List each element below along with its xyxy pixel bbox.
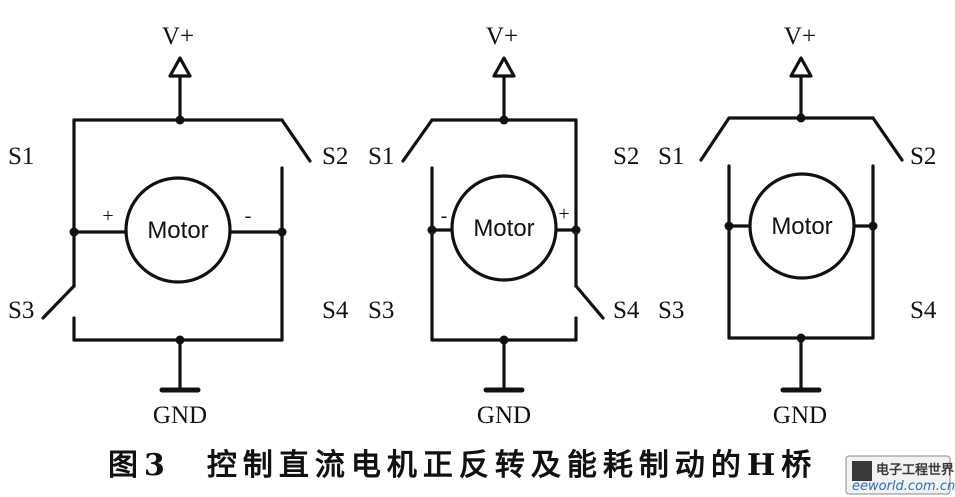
motor-label: Motor <box>771 213 832 240</box>
circuit-3: V+ Motor GND S1 S2 S3 S4 <box>658 23 937 429</box>
switch-label-s3: S3 <box>658 297 684 324</box>
supply-label: V+ <box>784 23 816 50</box>
motor-label: Motor <box>147 217 208 244</box>
junction-dot <box>69 227 79 237</box>
supply-arrow-icon <box>789 56 813 78</box>
switch-s2-open <box>871 116 904 162</box>
circuit-1: V+ Motor + - GND S1 S2 S3 S4 <box>8 23 349 429</box>
polarity-right: + <box>558 203 569 225</box>
motor <box>450 174 558 282</box>
watermark-text-cn: 电子工程世界 <box>876 462 954 478</box>
switch-label-s1: S1 <box>368 143 394 170</box>
polarity-right: - <box>245 205 252 227</box>
ground-label: GND <box>477 402 531 429</box>
logo-mark-icon <box>852 461 872 481</box>
switch-label-s4: S4 <box>613 297 640 324</box>
ground-label: GND <box>773 402 827 429</box>
motor <box>748 172 856 280</box>
circuit-2: V+ Motor - + GND S1 S2 S3 S4 <box>368 23 640 429</box>
switch-label-s3: S3 <box>368 297 394 324</box>
switch-s1-open <box>401 118 434 163</box>
switch-label-s2: S2 <box>613 143 639 170</box>
ground-label: GND <box>153 402 207 429</box>
supply-label: V+ <box>162 23 194 50</box>
figure-caption: 图3 控制直流电机正反转及能耗制动的H桥 <box>108 448 817 483</box>
switch-s4-open <box>574 284 605 320</box>
polarity-left: + <box>102 205 113 227</box>
polarity-left: - <box>441 205 448 227</box>
watermark-logo: 电子工程世界 eeworld.com.cn <box>845 455 955 495</box>
supply-arrow-icon <box>168 56 192 78</box>
supply-arrow-icon <box>492 56 516 78</box>
watermark-text-en: eeworld.com.cn <box>852 479 955 494</box>
switch-label-s4: S4 <box>322 297 349 324</box>
switch-label-s3: S3 <box>8 297 34 324</box>
motor <box>124 176 232 284</box>
motor-label: Motor <box>473 215 534 242</box>
supply-label: V+ <box>486 23 518 50</box>
switch-label-s1: S1 <box>658 143 684 170</box>
switch-label-s4: S4 <box>910 297 937 324</box>
switch-s2-open <box>280 118 312 163</box>
switch-label-s2: S2 <box>910 143 936 170</box>
switch-label-s1: S1 <box>8 143 34 170</box>
switch-s3-open <box>41 284 76 320</box>
switch-label-s2: S2 <box>322 143 348 170</box>
switch-s1-open <box>699 116 731 162</box>
